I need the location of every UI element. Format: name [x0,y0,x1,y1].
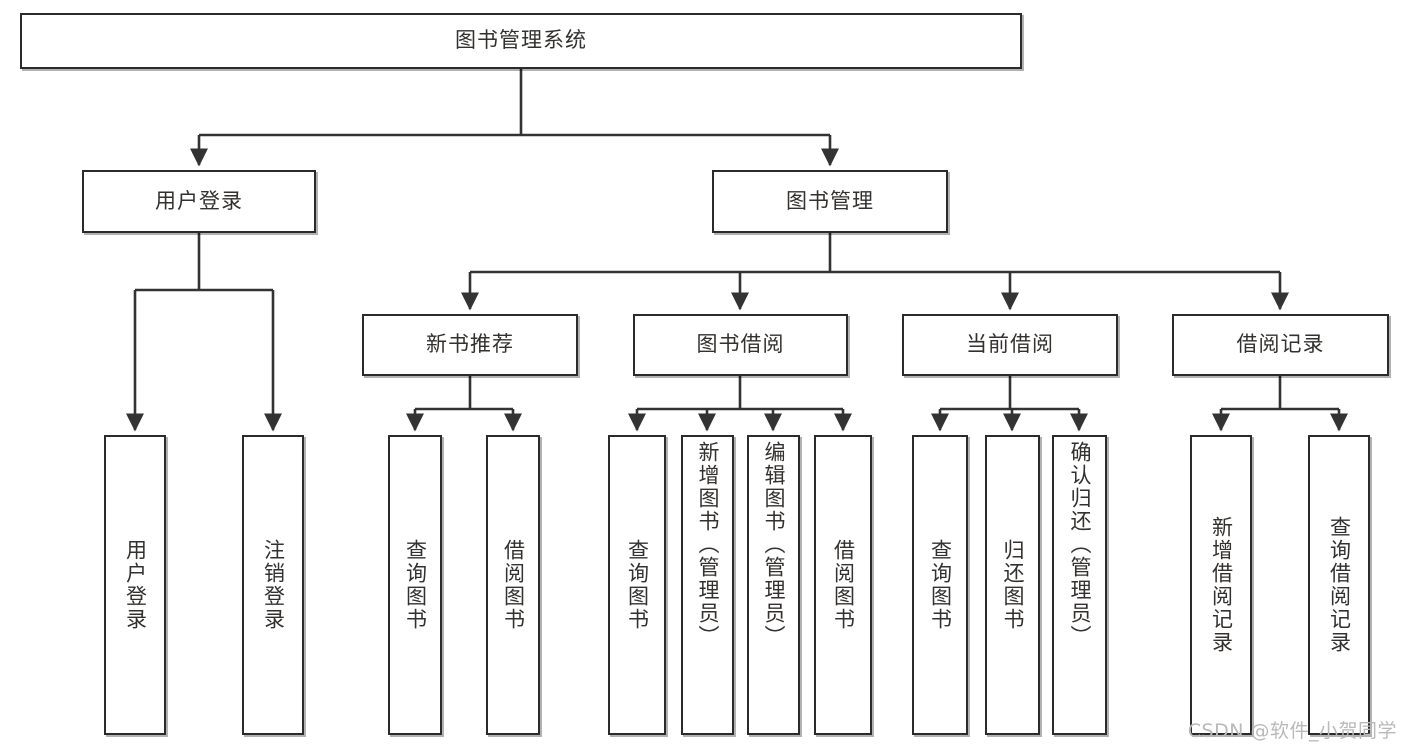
node-leaf-query-record[interactable]: 查询借阅记录 [1308,435,1370,735]
csdn-watermark: CSDN @软件_小贺同学 [1187,720,1397,742]
node-leaf-edit-book-label: 编辑图书（管理员） [761,441,786,648]
node-leaf-confirm-return-label: 确认归还（管理员） [1067,441,1092,648]
node-leaf-query-book-1[interactable]: 查询图书 [388,435,442,735]
node-user-login[interactable]: 用户登录 [82,170,316,233]
node-leaf-query-book-1-label: 查询图书 [403,539,428,631]
node-leaf-borrow-book-2[interactable]: 借阅图书 [814,435,872,735]
node-leaf-user-login-label: 用户登录 [123,539,148,631]
node-leaf-return-book-label: 归还图书 [1000,539,1025,631]
node-book-borrow[interactable]: 图书借阅 [633,314,848,376]
node-leaf-add-book-label: 新增图书（管理员） [695,441,720,648]
node-current-borrow-label: 当前借阅 [966,332,1054,357]
node-leaf-logout[interactable]: 注销登录 [242,435,304,735]
node-leaf-edit-book[interactable]: 编辑图书（管理员） [747,435,800,735]
node-book-manage[interactable]: 图书管理 [712,170,948,233]
node-leaf-borrow-book-2-label: 借阅图书 [831,539,856,631]
node-book-borrow-label: 图书借阅 [696,332,785,357]
node-leaf-query-book-2-label: 查询图书 [625,539,650,631]
node-leaf-query-book-2[interactable]: 查询图书 [608,435,666,735]
node-borrow-record[interactable]: 借阅记录 [1172,314,1389,376]
node-leaf-borrow-book-1-label: 借阅图书 [501,539,526,631]
node-leaf-query-book-3[interactable]: 查询图书 [912,435,968,735]
node-leaf-confirm-return[interactable]: 确认归还（管理员） [1052,435,1107,735]
node-current-borrow[interactable]: 当前借阅 [902,314,1118,376]
node-leaf-return-book[interactable]: 归还图书 [985,435,1040,735]
node-leaf-user-login[interactable]: 用户登录 [104,435,166,735]
node-borrow-record-label: 借阅记录 [1236,332,1325,357]
node-leaf-add-record[interactable]: 新增借阅记录 [1190,435,1252,735]
node-leaf-query-record-label: 查询借阅记录 [1327,516,1352,654]
node-user-login-label: 用户登录 [155,188,243,213]
node-book-manage-label: 图书管理 [786,188,874,213]
node-new-book-rec-label: 新书推荐 [426,332,514,357]
node-root[interactable]: 图书管理系统 [20,13,1022,69]
node-new-book-rec[interactable]: 新书推荐 [362,314,578,376]
node-leaf-query-book-3-label: 查询图书 [928,539,953,631]
node-leaf-logout-label: 注销登录 [261,539,286,631]
node-leaf-add-book[interactable]: 新增图书（管理员） [681,435,734,735]
node-leaf-borrow-book-1[interactable]: 借阅图书 [486,435,540,735]
node-root-label: 图书管理系统 [455,28,587,53]
node-leaf-add-record-label: 新增借阅记录 [1209,516,1234,654]
